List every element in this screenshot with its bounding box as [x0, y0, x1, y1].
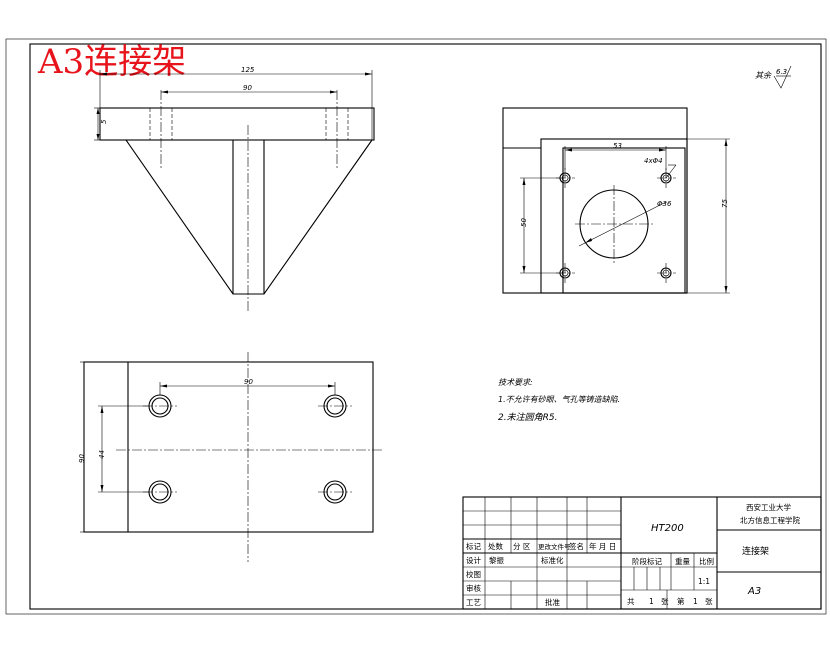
dim-front-holes: 90	[243, 84, 252, 92]
svg-text:1: 1	[693, 597, 698, 606]
side-holes	[556, 168, 676, 283]
svg-text:张: 张	[705, 597, 713, 606]
school-name: 西安工业大学	[746, 502, 791, 512]
svg-text:黎振: 黎振	[489, 555, 504, 565]
svg-text:共: 共	[627, 597, 635, 606]
svg-text:张: 张	[661, 597, 669, 606]
svg-text:分 区: 分 区	[513, 542, 531, 551]
dim-side-hole-v: 50	[520, 218, 528, 227]
svg-text:2.未注圆角R5.: 2.未注圆角R5.	[498, 412, 557, 423]
svg-text:1.不允许有砂眼、气孔等铸造缺陷.: 1.不允许有砂眼、气孔等铸造缺陷.	[498, 395, 620, 404]
side-view: 53 50 75 4xΦ4 Φ36	[502, 107, 730, 294]
dim-top-hole-v: 44	[98, 450, 106, 459]
school-department: 北方信息工程学院	[740, 515, 800, 525]
roughness-symbol: 其余 6.3	[755, 65, 792, 89]
dim-front-thickness: 5	[100, 119, 108, 124]
sheet-border-inner	[29, 43, 822, 610]
dim-front-overall: 125	[241, 66, 255, 74]
svg-text:标准化: 标准化	[541, 555, 564, 565]
dim-side-height: 75	[721, 199, 729, 208]
dim-top-height: 90	[78, 454, 86, 463]
top-view: 90 44 90	[78, 352, 383, 562]
svg-text:第: 第	[677, 596, 685, 606]
svg-text:校图: 校图	[466, 569, 481, 579]
dim-side-bore: Φ36	[657, 200, 672, 208]
svg-text:1: 1	[649, 597, 654, 606]
svg-text:年 月 日: 年 月 日	[589, 541, 616, 551]
sheet-size: A3	[747, 586, 761, 597]
title-block: 标记 处数 分 区 更改文件号 签名 年 月 日 设计 黎振 标准化 校图 审核…	[462, 496, 822, 610]
svg-text:审核: 审核	[466, 583, 481, 593]
dim-top-hole-h: 90	[244, 378, 253, 386]
drawing-title: A3连接架	[37, 42, 186, 82]
dim-side-holes-spec: 4xΦ4	[644, 157, 663, 165]
material: HT200	[651, 523, 684, 534]
svg-text:重量: 重量	[675, 557, 690, 566]
svg-text:工艺: 工艺	[466, 598, 481, 607]
dim-side-hole-h: 53	[613, 142, 622, 150]
top-holes	[143, 394, 352, 504]
scale: 1:1	[698, 577, 710, 586]
svg-text:6.3: 6.3	[776, 68, 787, 76]
svg-text:更改文件号: 更改文件号	[538, 542, 571, 551]
sheet-border-outer	[5, 38, 827, 615]
svg-text:阶段标记: 阶段标记	[632, 556, 662, 566]
svg-text:处数: 处数	[488, 541, 503, 551]
svg-text:批准: 批准	[545, 597, 560, 607]
technical-notes: 技术要求: 1.不允许有砂眼、气孔等铸造缺陷. 2.未注圆角R5.	[498, 378, 620, 423]
svg-text:标记: 标记	[466, 541, 481, 551]
part-name: 连接架	[742, 545, 769, 557]
svg-text:比例: 比例	[699, 556, 714, 566]
svg-text:其余: 其余	[755, 71, 772, 80]
svg-text:设计: 设计	[466, 555, 481, 565]
svg-text:技术要求:: 技术要求:	[498, 378, 533, 387]
svg-text:签名: 签名	[569, 541, 584, 551]
front-view: 125 90 5	[94, 66, 375, 312]
